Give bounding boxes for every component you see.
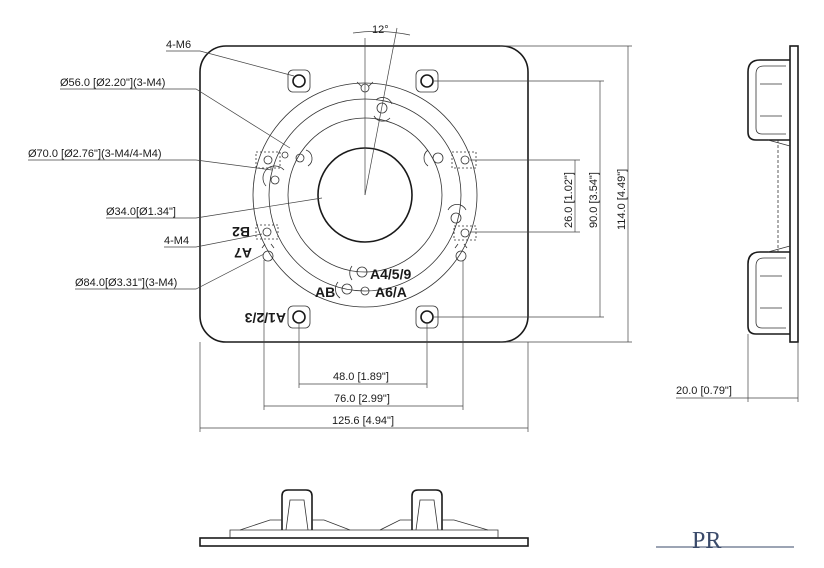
mark-a6a: A6/A (375, 284, 407, 300)
angle-label: 12° (372, 24, 389, 36)
side-view: 20.0 [0.79"] (676, 45, 799, 402)
dim-90: 90.0 [3.54"] (588, 172, 600, 228)
callout-m4: 4-M4 (164, 235, 189, 247)
dim-125: 125.6 [4.94"] (332, 415, 394, 427)
callouts: 4-M6 Ø56.0 [Ø2.20"](3-M4) Ø70.0 [Ø2.76"]… (28, 39, 323, 290)
callout-d70: Ø70.0 [Ø2.76"](3-M4/4-M4) (28, 148, 162, 160)
mark-a123: A1/2/3 (245, 310, 286, 326)
callout-d56: Ø56.0 [Ø2.20"](3-M4) (60, 77, 165, 89)
vertical-dimensions: 26.0 [1.02"] 90.0 [3.54"] 114.0 [4.49"] (432, 45, 632, 343)
mark-a7: A7 (234, 245, 252, 261)
m6-hole-top-left (287, 69, 311, 93)
callout-d34: Ø34.0[Ø1.34"] (106, 206, 176, 218)
mark-ab: AB (315, 284, 335, 300)
angle-arc (352, 31, 411, 36)
pr-logo: PR (656, 528, 794, 554)
mark-a459: A4/5/9 (370, 266, 411, 282)
dim-48: 48.0 [1.89"] (333, 371, 389, 383)
callout-d84: Ø84.0[Ø3.31"](3-M4) (75, 277, 177, 289)
m4-holes (255, 81, 477, 299)
horizontal-dimensions: 48.0 [1.89"] 76.0 [2.99"] 125.6 [4.94"] (199, 260, 529, 432)
bottom-view (199, 489, 529, 547)
mark-b2: B2 (232, 224, 250, 240)
angled-centerline (364, 27, 398, 196)
mounting-plate-outline (199, 45, 529, 343)
front-view: 12° B2 A7 A4/5/9 AB A6/A A1/2/3 (199, 24, 529, 343)
dim-20: 20.0 [0.79"] (676, 385, 732, 397)
callout-m6: 4-M6 (166, 39, 191, 51)
dim-114: 114.0 [4.49"] (616, 169, 628, 230)
dim-76: 76.0 [2.99"] (334, 393, 390, 405)
dim-26: 26.0 [1.02"] (563, 172, 575, 228)
logo-text: PR (692, 528, 721, 554)
